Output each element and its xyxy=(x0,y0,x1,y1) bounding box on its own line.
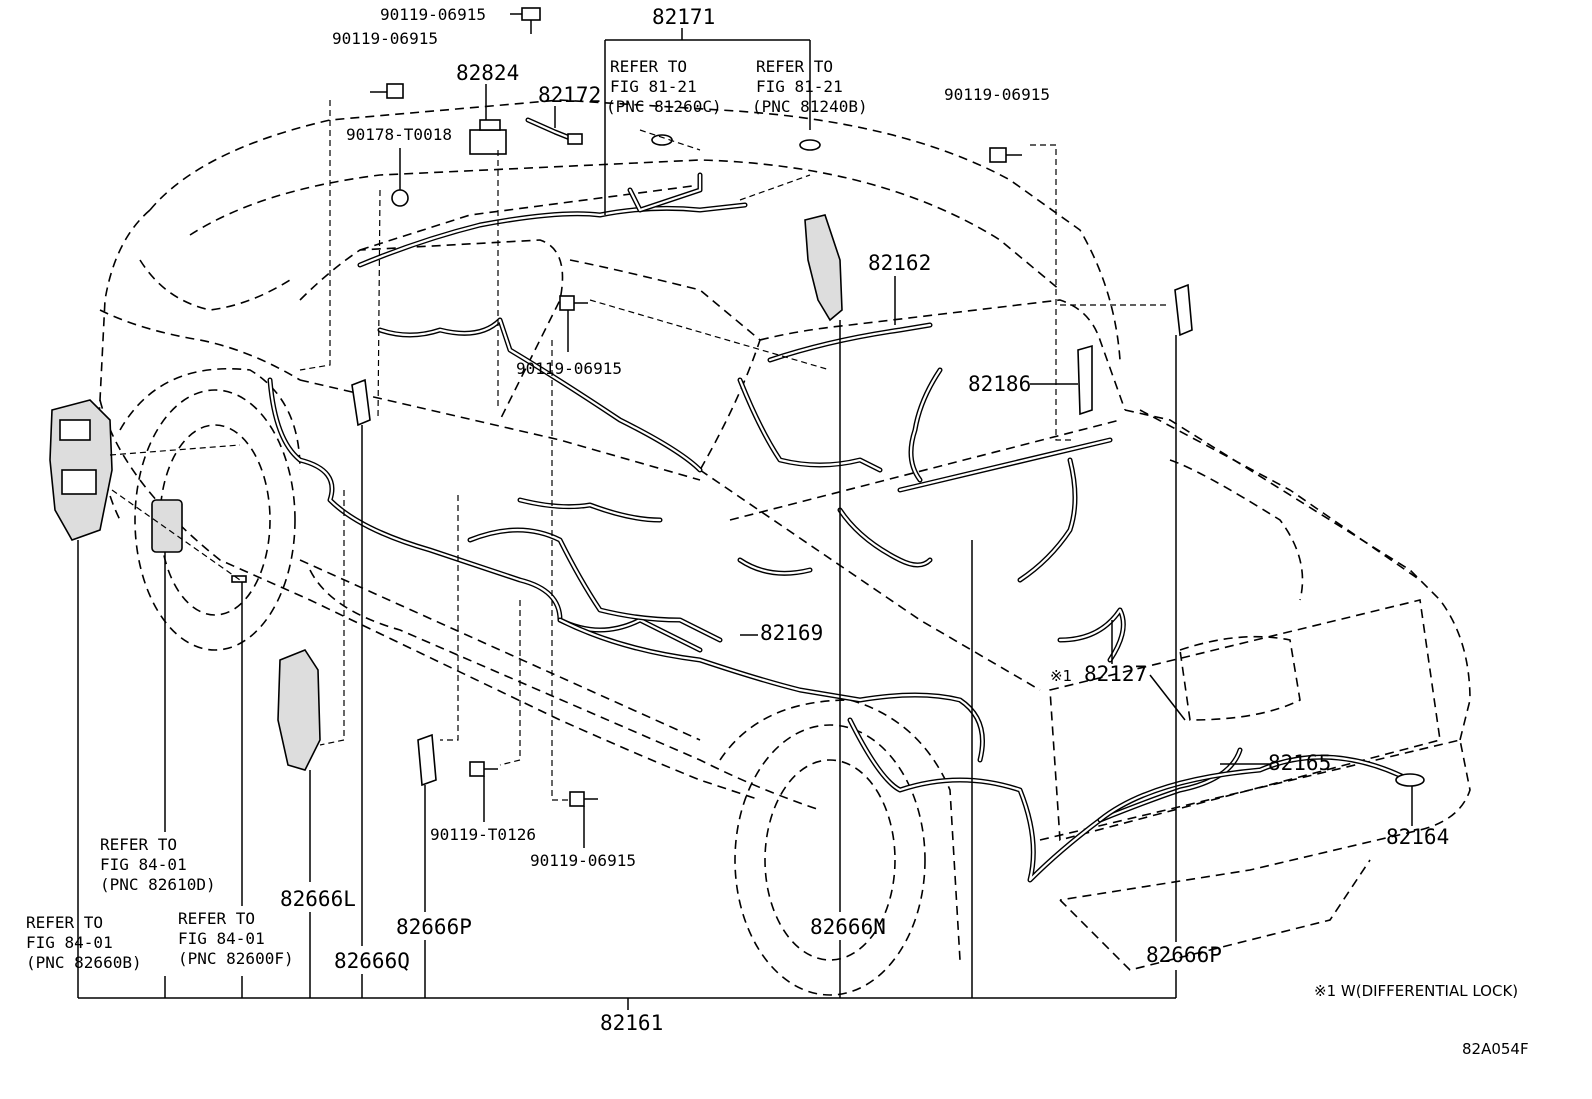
clip-icon xyxy=(391,189,409,207)
ref-82660-line3: (PNC 82660B) xyxy=(26,953,142,972)
bolt-icon xyxy=(559,295,588,311)
label-82169: 82169 xyxy=(760,621,823,645)
bolt-icon xyxy=(469,761,498,777)
label-82162: 82162 xyxy=(868,251,931,275)
parts xyxy=(49,7,1425,807)
ref-81240-line1: REFER TO xyxy=(756,57,833,76)
label-82824: 82824 xyxy=(456,61,519,85)
ref-82600-line3: (PNC 82600F) xyxy=(178,949,294,968)
label-bolt-right: 90119-06915 xyxy=(944,85,1050,104)
label-bolt-bottom: 90119-06915 xyxy=(530,851,636,870)
label-bolt-t0126: 90119-T0126 xyxy=(430,825,536,844)
ref-81240-line3: (PNC 81240B) xyxy=(752,97,868,116)
bracket-82666L-icon xyxy=(277,649,321,771)
leader-lines xyxy=(77,13,1413,1010)
ref-82660-line2: FIG 84-01 xyxy=(26,933,113,952)
label-82666Q: 82666Q xyxy=(334,949,410,973)
label-82161: 82161 xyxy=(600,1011,663,1035)
label-82666P-a: 82666P xyxy=(396,915,472,939)
ref-81260-line3: (PNC 81260C) xyxy=(606,97,722,116)
ref-82610-line3: (PNC 82610D) xyxy=(100,875,216,894)
label-82666P-b: 82666P xyxy=(1146,943,1222,967)
ref-82600-line1: REFER TO xyxy=(178,909,255,928)
bolt-icon xyxy=(989,147,1022,163)
refer-to-notes: REFER TO FIG 81-21 (PNC 81260C) REFER TO… xyxy=(26,57,868,972)
ref-82600-line2: FIG 84-01 xyxy=(178,929,265,948)
label-bolt-left: 90119-06915 xyxy=(332,29,438,48)
relay-82824-icon xyxy=(469,129,507,155)
wire-harness xyxy=(267,172,1413,883)
diagram-code: 82A054F xyxy=(1462,1040,1529,1058)
ref-82610-line1: REFER TO xyxy=(100,835,177,854)
label-82186: 82186 xyxy=(968,372,1031,396)
bolt-icon xyxy=(569,791,598,807)
ref-82660-line1: REFER TO xyxy=(26,913,103,932)
bracket-82666N-icon xyxy=(804,214,843,322)
ref-81240-line2: FIG 81-21 xyxy=(756,77,843,96)
part-labels: 82171 82824 82172 90119-06915 90119-0691… xyxy=(280,5,1449,1035)
ref-81260-line2: FIG 81-21 xyxy=(610,77,697,96)
label-note-mark: ※1 xyxy=(1050,667,1072,685)
footnote: ※1 W(DIFFERENTIAL LOCK) xyxy=(1314,982,1518,1000)
label-bolt-mid: 90119-06915 xyxy=(516,359,622,378)
bolt-icon xyxy=(370,83,404,99)
label-82165: 82165 xyxy=(1268,751,1331,775)
relation-lines xyxy=(109,100,1170,801)
bolt-icon xyxy=(521,7,541,34)
ref-82610-line2: FIG 84-01 xyxy=(100,855,187,874)
label-82164: 82164 xyxy=(1386,825,1449,849)
ref-81260-line1: REFER TO xyxy=(610,57,687,76)
label-82666N: 82666N xyxy=(810,915,886,939)
ecu-icon xyxy=(151,499,183,553)
label-82127: 82127 xyxy=(1084,662,1147,686)
label-82171: 82171 xyxy=(652,5,715,29)
label-82666L: 82666L xyxy=(280,887,356,911)
label-82172: 82172 xyxy=(538,83,601,107)
label-bolt-top: 90119-06915 xyxy=(380,5,486,24)
vehicle-outline xyxy=(98,99,1471,996)
label-clip-90178: 90178-T0018 xyxy=(346,125,452,144)
